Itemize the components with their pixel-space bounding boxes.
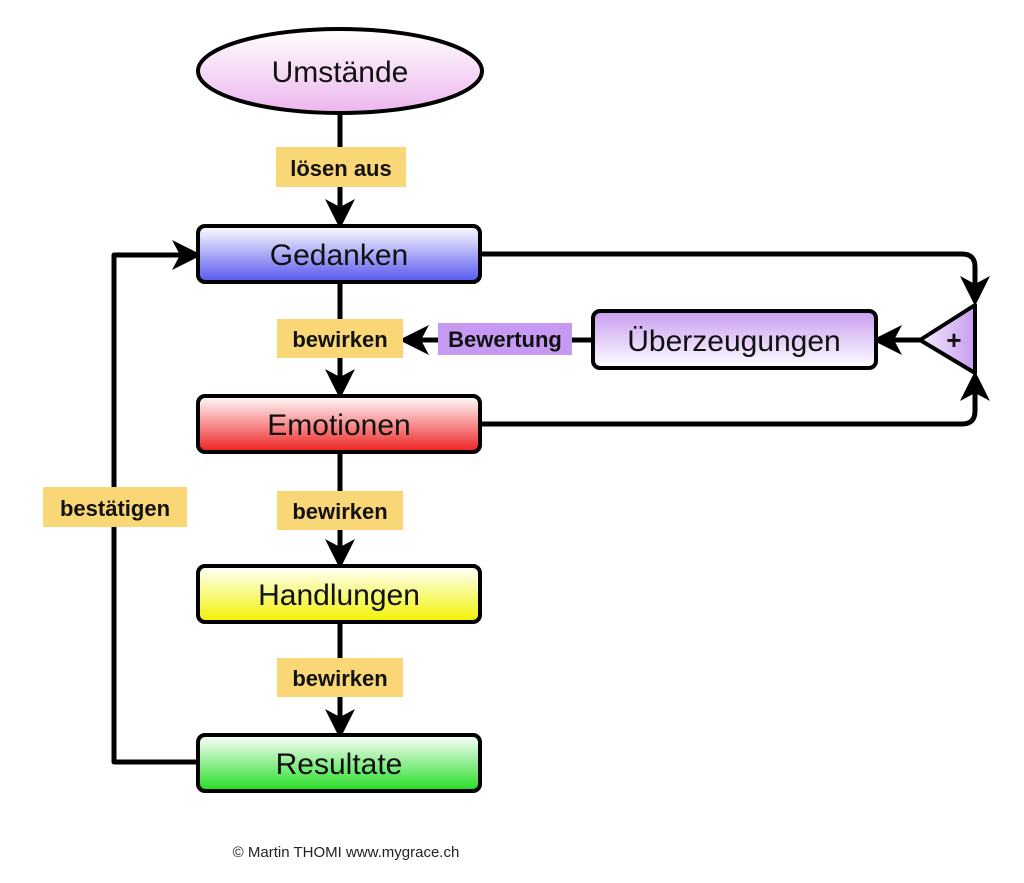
node-combiner: + [918, 303, 977, 375]
node-umstaende: Umstände [196, 27, 484, 115]
label-loesen-aus: lösen aus [276, 147, 406, 187]
node-emotionen: Emotionen [196, 394, 482, 454]
label-bewertung: Bewertung [438, 323, 572, 355]
node-umstaende-label: Umstände [272, 56, 409, 89]
node-ueberzeugungen-label: Überzeugungen [627, 325, 841, 358]
label-bewirken-1-text: bewirken [292, 327, 387, 352]
node-handlungen: Handlungen [196, 564, 482, 624]
node-ueberzeugungen: Überzeugungen [591, 309, 878, 370]
label-bewirken-1: bewirken [277, 319, 403, 358]
label-bewirken-2-text: bewirken [292, 499, 387, 524]
node-gedanken-label: Gedanken [270, 239, 408, 272]
node-resultate-label: Resultate [276, 748, 403, 781]
label-bewirken-3: bewirken [277, 658, 403, 697]
node-resultate: Resultate [196, 733, 482, 793]
edge-emotionen-combiner [478, 370, 990, 427]
label-bewirken-2: bewirken [277, 491, 403, 530]
edge-gedanken-combiner [478, 251, 990, 307]
copyright-credit: © Martin THOMI www.mygrace.ch [233, 844, 460, 861]
label-loesen-aus-text: lösen aus [290, 156, 391, 181]
node-handlungen-label: Handlungen [258, 579, 420, 612]
label-bewertung-text: Bewertung [448, 327, 562, 352]
label-bestaetigen: bestätigen [43, 487, 187, 527]
node-gedanken: Gedanken [196, 224, 482, 284]
label-bestaetigen-text: bestätigen [60, 496, 170, 521]
label-bewirken-3-text: bewirken [292, 666, 387, 691]
combiner-plus-sign: + [946, 325, 961, 355]
node-emotionen-label: Emotionen [267, 409, 410, 442]
